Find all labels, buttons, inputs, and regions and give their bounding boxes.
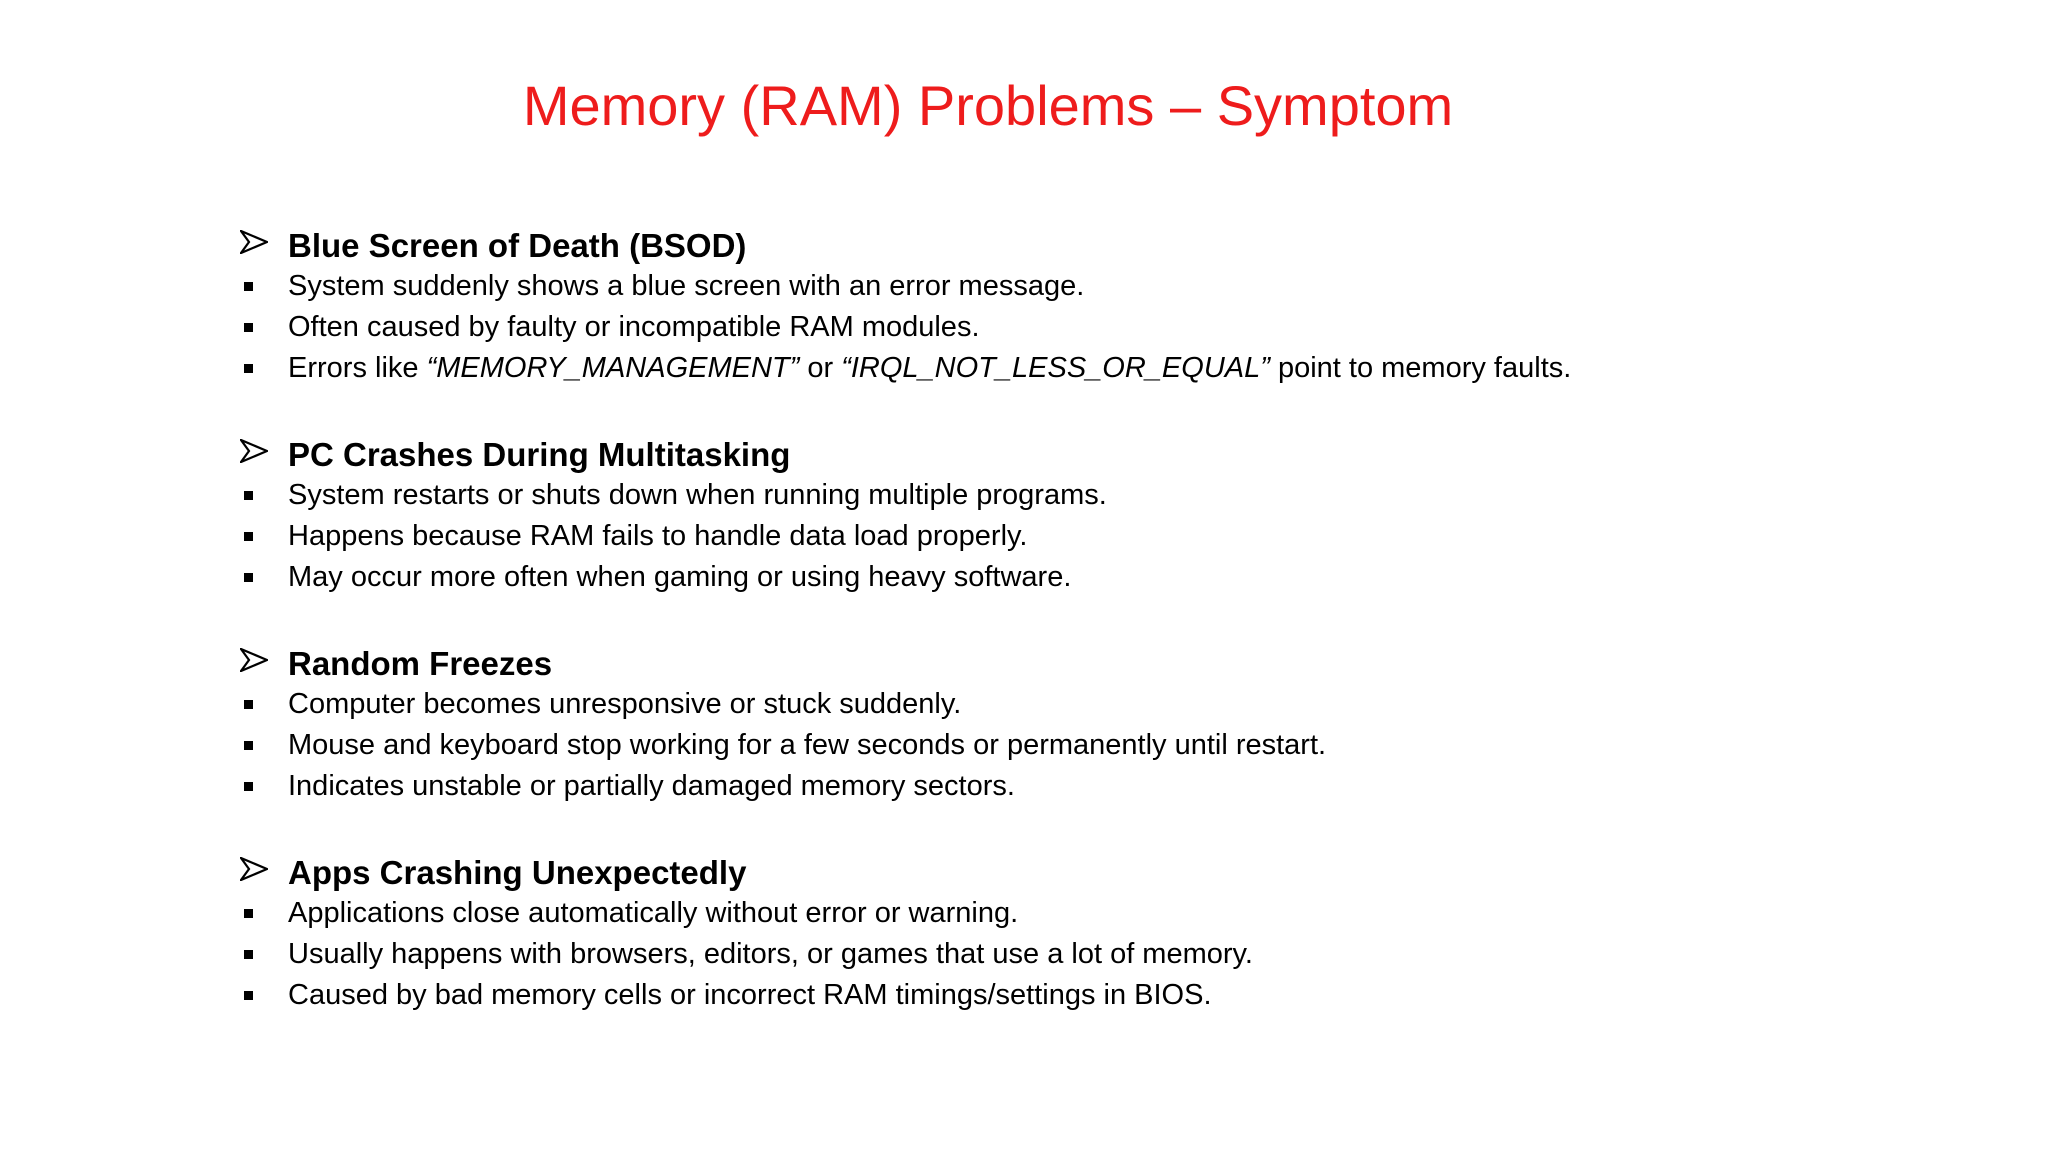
list-item-text: Indicates unstable or partially damaged … [288,770,1015,802]
section-heading: Random Freezes [240,640,2000,684]
square-bullet-icon [244,491,253,500]
section-heading-text: Apps Crashing Unexpectedly [288,854,747,891]
list-item: Mouse and keyboard stop working for a fe… [240,725,2000,766]
section-heading-text: Random Freezes [288,645,553,682]
list-item-text: Computer becomes unresponsive or stuck s… [288,688,962,720]
list-item: Often caused by faulty or incompatible R… [240,307,2000,348]
list-item-text: Usually happens with browsers, editors, … [288,938,1253,970]
square-bullet-icon [244,532,253,541]
square-bullet-icon [244,282,253,291]
arrowhead-icon [240,439,268,463]
list-item-text: System restarts or shuts down when runni… [288,479,1107,511]
square-bullet-icon [244,364,253,373]
list-item: Applications close automatically without… [240,893,2000,934]
list-item: May occur more often when gaming or usin… [240,557,2000,598]
list-item: System restarts or shuts down when runni… [240,475,2000,516]
section-bsod: Blue Screen of Death (BSOD) System sudde… [240,222,2000,389]
square-bullet-icon [244,741,253,750]
arrowhead-icon [240,230,268,254]
square-bullet-icon [244,991,253,1000]
errors-middle: or [799,352,842,384]
square-bullet-icon [244,573,253,582]
slide-title: Memory (RAM) Problems – Symptom [522,74,1454,137]
square-bullet-icon [244,323,253,332]
square-bullet-icon [244,700,253,709]
section-heading-text: Blue Screen of Death (BSOD) [288,227,747,264]
section-heading: Apps Crashing Unexpectedly [240,849,2000,893]
section-apps-crashing: Apps Crashing Unexpectedly Applications … [240,849,2000,1016]
list-item-text: May occur more often when gaming or usin… [288,561,1072,593]
section-heading: PC Crashes During Multitasking [240,431,2000,475]
arrowhead-icon [240,648,268,672]
list-item: Caused by bad memory cells or incorrect … [240,975,2000,1016]
list-item-text: Mouse and keyboard stop working for a fe… [288,729,1327,761]
section-heading: Blue Screen of Death (BSOD) [240,222,2000,266]
list-item-text: System suddenly shows a blue screen with… [288,270,1085,302]
list-item: Indicates unstable or partially damaged … [240,766,2000,807]
list-item: Usually happens with browsers, editors, … [240,934,2000,975]
errors-prefix: Errors like [288,352,427,384]
slide-content: Blue Screen of Death (BSOD) System sudde… [240,222,2000,1058]
errors-suffix: point to memory faults. [1269,352,1572,384]
error-code: “MEMORY_MANAGEMENT” [426,352,800,384]
error-code: “IRQL_NOT_LESS_OR_EQUAL” [841,352,1270,384]
arrowhead-icon [240,857,268,881]
list-item-text: Happens because RAM fails to handle data… [288,520,1028,552]
list-item-text: Applications close automatically without… [288,897,1019,929]
square-bullet-icon [244,950,253,959]
list-item: Computer becomes unresponsive or stuck s… [240,684,2000,725]
list-item-text: Errors like “MEMORY_MANAGEMENT” or “IRQL… [288,348,1571,389]
list-item: Errors like “MEMORY_MANAGEMENT” or “IRQL… [240,348,2000,389]
section-random-freezes: Random Freezes Computer becomes unrespon… [240,640,2000,807]
list-item: System suddenly shows a blue screen with… [240,266,2000,307]
list-item-text: Often caused by faulty or incompatible R… [288,311,980,343]
section-multitasking: PC Crashes During Multitasking System re… [240,431,2000,598]
list-item-text: Caused by bad memory cells or incorrect … [288,979,1212,1011]
section-heading-text: PC Crashes During Multitasking [288,436,791,473]
list-item: Happens because RAM fails to handle data… [240,516,2000,557]
square-bullet-icon [244,909,253,918]
square-bullet-icon [244,782,253,791]
